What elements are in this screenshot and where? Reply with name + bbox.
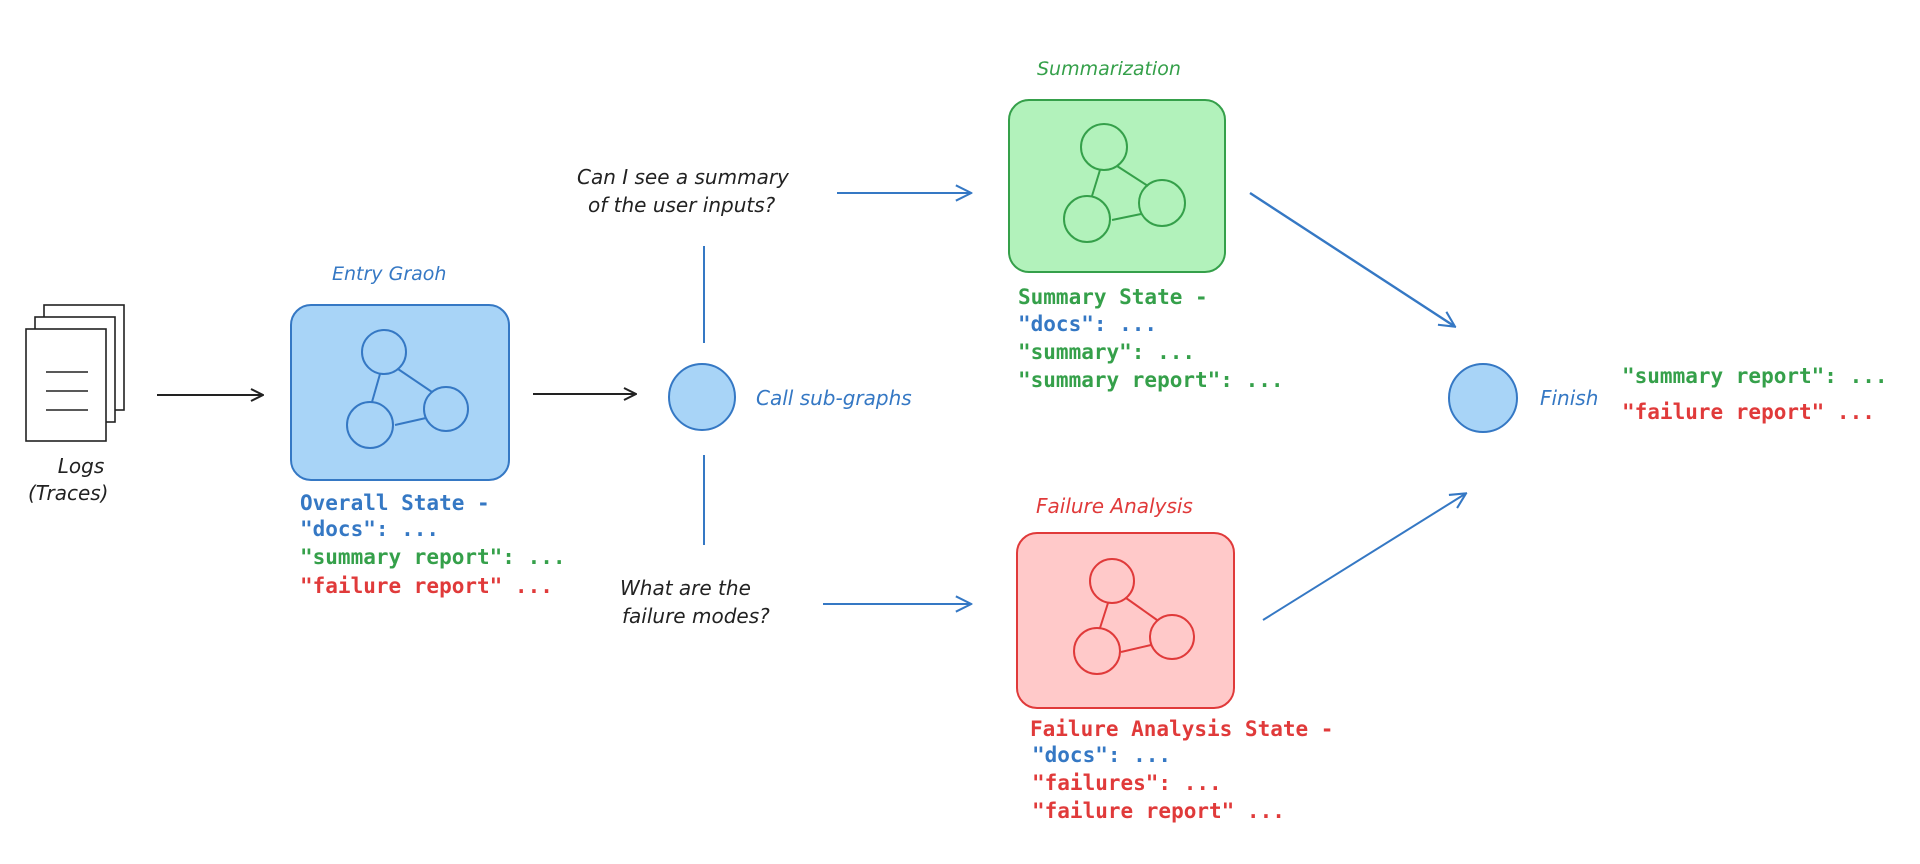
graph-icon [1063, 123, 1186, 243]
logs-label-traces: (Traces) [28, 481, 109, 505]
entry-state-failure-report: "failure report" ... [300, 574, 553, 598]
summary-question-line2: of the user inputs? [588, 193, 776, 217]
router-label: Call sub-graphs [756, 386, 912, 410]
entry-graph-box [290, 304, 510, 481]
documents-icon [25, 304, 125, 442]
finish-output-failure-report: "failure report" ... [1622, 400, 1875, 424]
entry-state-title: Overall State - [300, 491, 490, 515]
summary-state-summary: "summary": ... [1018, 340, 1196, 364]
summary-question-line1: Can I see a summary [577, 165, 789, 189]
failure-analysis-title: Failure Analysis [1036, 494, 1193, 518]
failure-analysis-box [1016, 532, 1235, 709]
failure-state-failures: "failures": ... [1032, 771, 1222, 795]
finish-label: Finish [1540, 386, 1599, 410]
summary-state-docs: "docs": ... [1018, 312, 1158, 336]
finish-node [1448, 363, 1518, 433]
failure-question-line1: What are the [620, 576, 751, 600]
failure-state-failure-report: "failure report" ... [1032, 799, 1285, 823]
arrow-failure-to-finish [1262, 494, 1465, 621]
graph-icon [346, 329, 469, 449]
entry-state-summary-report: "summary report": ... [300, 545, 566, 569]
entry-graph-title: Entry Graoh [332, 263, 447, 285]
summary-state-summary-report: "summary report": ... [1018, 368, 1284, 392]
logs-label-line1: Logs [57, 454, 105, 478]
summary-state-title: Summary State - [1018, 285, 1208, 309]
graph-icon [1073, 558, 1195, 675]
summarization-box [1008, 99, 1226, 273]
failure-state-title: Failure Analysis State - [1030, 717, 1334, 741]
router-node [668, 363, 736, 431]
failure-state-docs: "docs": ... [1032, 743, 1172, 767]
finish-output-summary-report: "summary report": ... [1622, 364, 1888, 388]
logs-label: Logs [42, 454, 120, 478]
entry-state-docs: "docs": ... [300, 517, 440, 541]
arrow-summary-to-finish [1249, 191, 1454, 326]
summarization-title: Summarization [1037, 58, 1181, 80]
failure-question-line2: failure modes? [622, 604, 770, 628]
